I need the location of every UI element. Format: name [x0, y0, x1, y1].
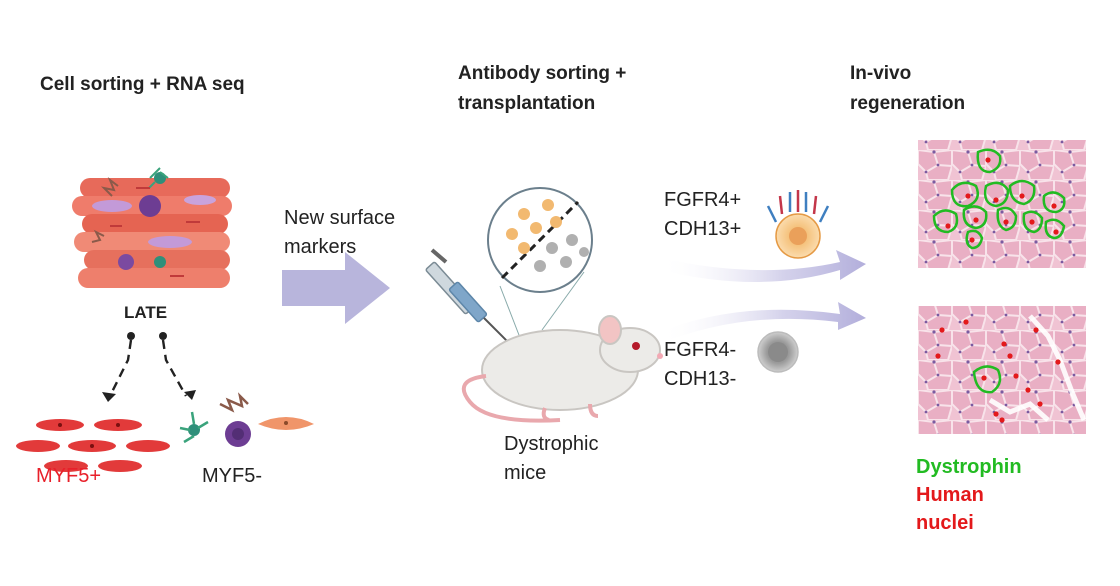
fgfr4-positive-cell-icon — [766, 190, 830, 259]
histology-panel-negative — [918, 306, 1087, 434]
label-dystrophic-line2: mice — [504, 462, 547, 484]
label-cdh13-negative: CDH13- — [664, 368, 737, 390]
label-fgfr4-positive: FGFR4+ — [664, 189, 742, 211]
label-new-surface-line1: New surface — [284, 207, 396, 229]
label-myf5-positive: MYF5+ — [36, 465, 102, 487]
label-myf5-negative: MYF5- — [202, 465, 262, 487]
muscle-fiber-bundle — [72, 167, 232, 288]
branch-arrows — [102, 332, 196, 402]
mouse-illustration — [461, 315, 663, 423]
sorted-cells-circle — [487, 187, 593, 349]
histology-panel-positive — [918, 140, 1086, 268]
label-new-surface-line2: markers — [284, 236, 357, 258]
arrow-positive — [660, 250, 866, 282]
label-cdh13-positive: CDH13+ — [664, 218, 742, 240]
legend-human-line2: nuclei — [916, 512, 974, 534]
block-arrow — [282, 252, 390, 324]
arrow-negative — [660, 302, 866, 344]
label-dystrophic-line1: Dystrophic — [504, 433, 599, 455]
header-antibody-sorting-line2: transplantation — [458, 93, 596, 114]
myf5-negative-cells — [179, 392, 314, 447]
myf5-positive-cells — [16, 419, 170, 472]
header-in-vivo-line2: regeneration — [850, 93, 966, 114]
fgfr4-negative-cell-icon — [757, 331, 799, 373]
header-cell-sorting: Cell sorting + RNA seq — [40, 74, 245, 95]
label-late: LATE — [124, 303, 168, 322]
label-fgfr4-negative: FGFR4- — [664, 339, 737, 361]
legend-dystrophin: Dystrophin — [916, 456, 1022, 478]
header-in-vivo-line1: In-vivo — [850, 63, 912, 84]
header-antibody-sorting-line1: Antibody sorting + — [458, 63, 627, 84]
legend-human-line1: Human — [916, 484, 984, 506]
